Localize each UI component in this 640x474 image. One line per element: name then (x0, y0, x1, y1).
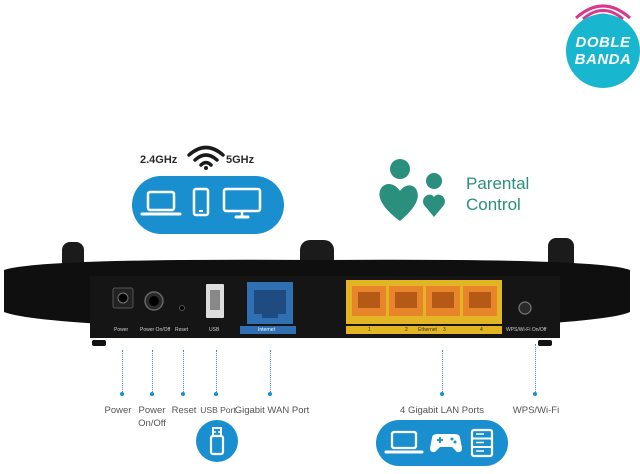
doble-banda-badge: DOBLE BANDA (562, 0, 640, 96)
callout-dot-power-onoff (150, 392, 154, 396)
panel-label-lan3: 3 (443, 327, 446, 333)
badge-line2: BANDA (574, 51, 632, 68)
callout-wps: WPS/Wi-Fi (512, 405, 560, 416)
callout-line-reset (183, 350, 184, 394)
callout-line-wan (270, 350, 271, 394)
lan-devices-pill (376, 420, 508, 466)
phone-icon (192, 187, 210, 217)
panel-label-power: Power (114, 327, 129, 333)
panel-label-reset: Reset (175, 327, 189, 333)
band-5-label: 5GHz (226, 154, 255, 166)
callout-dot-usb (214, 392, 218, 396)
parental-control-label: Parental Control (466, 173, 529, 215)
server-icon (470, 428, 494, 458)
monitor-icon (222, 187, 262, 219)
callout-line-power-onoff (152, 350, 153, 394)
callout-dot-power (120, 392, 124, 396)
parental-line2: Control (466, 195, 521, 214)
panel-label-lan1: 1 (368, 327, 371, 333)
panel-label-lan4: 4 (480, 327, 483, 333)
callout-lan-ports: 4 Gigabit LAN Ports (400, 405, 484, 416)
usb-pill (196, 420, 238, 462)
band-24-label: 2.4GHz (140, 154, 178, 166)
callout-reset: Reset (171, 405, 197, 416)
callout-dot-lan (440, 392, 444, 396)
callout-dot-reset (181, 392, 185, 396)
panel-label-wps: WPS/Wi-Fi On/Off (506, 327, 547, 333)
panel-label-usb: USB (209, 327, 220, 333)
badge-circle: DOBLE BANDA (566, 14, 640, 88)
callout-line-wps (535, 344, 536, 394)
callout-power-onoff-line1: Power (138, 405, 166, 416)
callout-wan-port: Gigabit WAN Port (234, 405, 310, 416)
callout-line-usb (216, 350, 217, 394)
callout-dot-wan (268, 392, 272, 396)
callout-line-power (122, 350, 123, 394)
router-back-panel (4, 238, 630, 346)
panel-label-power-onoff: Power On/Off (140, 327, 171, 333)
badge-line1: DOBLE (575, 34, 631, 51)
callout-usb-port: USB Port (200, 405, 236, 415)
devices-pill (132, 176, 284, 234)
callout-dot-wps (533, 392, 537, 396)
parental-line1: Parental (466, 174, 530, 193)
callout-line-lan (442, 350, 443, 394)
usb-drive-icon (209, 427, 225, 456)
panel-label-lan2: 2 (405, 327, 408, 333)
wifi-icon (187, 145, 225, 170)
callout-power: Power (104, 405, 132, 416)
callout-power-onoff-line2: On/Off (138, 418, 166, 429)
callout-power-onoff: Power On/Off (134, 404, 170, 430)
laptop-icon (384, 430, 424, 454)
panel-label-ethernet: Ethernet (418, 327, 437, 333)
family-heart-icon (379, 159, 445, 221)
panel-label-internet: Internet (258, 327, 275, 333)
gamepad-icon (430, 434, 462, 453)
laptop-icon (140, 190, 182, 216)
